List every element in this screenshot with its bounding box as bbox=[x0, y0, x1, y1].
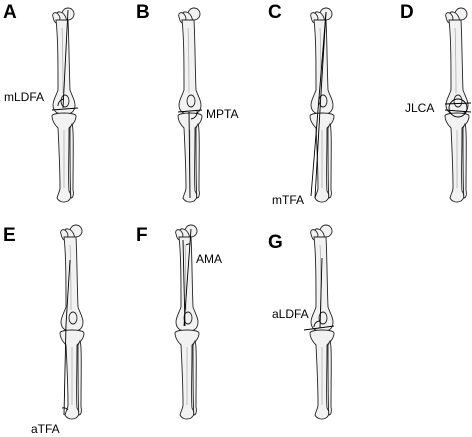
femoral-mechanical-axis-A bbox=[62, 9, 69, 109]
angle-arc-A bbox=[57, 98, 65, 107]
tibial-mechanical-axis-B bbox=[188, 111, 191, 199]
angle-label-mLDFA: mLDFA bbox=[4, 90, 44, 104]
panel-F: F AMA bbox=[136, 224, 222, 420]
angle-arc-E bbox=[61, 407, 69, 411]
femoral-anatomical-axis-G bbox=[319, 257, 323, 329]
panel-D: D JLCA bbox=[400, 2, 472, 203]
tibial-mechanical-axis-C bbox=[314, 109, 321, 199]
angle-arc-G bbox=[313, 320, 321, 328]
knee-joint-line-B bbox=[177, 109, 203, 113]
panel-letter-C: C bbox=[268, 2, 282, 23]
angle-label-mTFA: mTFA bbox=[272, 193, 304, 207]
femoral-anatomical-axis-F bbox=[182, 239, 186, 327]
panel-E: E aTFA bbox=[3, 224, 85, 436]
knee-joint-line-A bbox=[51, 107, 79, 111]
panel-letter-A: A bbox=[3, 2, 17, 23]
knee-joint-line-G bbox=[303, 325, 335, 331]
femoral-joint-line-D bbox=[444, 102, 472, 105]
angle-label-aTFA: aTFA bbox=[31, 422, 60, 436]
panel-letter-E: E bbox=[3, 225, 16, 246]
angle-arc-B bbox=[190, 110, 198, 120]
angle-arc-F bbox=[185, 243, 191, 246]
leg-skeleton-D bbox=[444, 7, 470, 203]
leg-skeleton-G bbox=[309, 224, 335, 420]
tibial-anatomical-axis-E bbox=[63, 324, 67, 416]
panel-C: C mTFA bbox=[268, 2, 335, 207]
angle-label-JLCA: JLCA bbox=[405, 101, 434, 115]
angle-label-aLDFA: aLDFA bbox=[272, 307, 309, 321]
panel-letter-G: G bbox=[268, 232, 283, 253]
angle-label-MPTA: MPTA bbox=[206, 107, 238, 121]
angle-circle-D bbox=[448, 98, 468, 118]
leg-skeleton-E bbox=[59, 224, 85, 420]
leg-skeleton-C bbox=[309, 7, 335, 203]
panel-G: G aLDFA bbox=[268, 224, 335, 420]
leg-skeleton-A bbox=[51, 7, 77, 203]
femoral-mechanical-axis-F bbox=[183, 228, 192, 327]
hip-to-ankle-line-C bbox=[310, 11, 327, 197]
panel-letter-F: F bbox=[136, 225, 148, 246]
panel-letter-D: D bbox=[400, 2, 414, 23]
femoral-anatomical-axis-E bbox=[65, 259, 71, 326]
panel-B: B MPTA bbox=[136, 2, 238, 203]
panel-A: A mLDFA bbox=[3, 2, 79, 203]
panel-letter-B: B bbox=[136, 2, 150, 23]
angle-label-AMA: AMA bbox=[196, 252, 222, 266]
